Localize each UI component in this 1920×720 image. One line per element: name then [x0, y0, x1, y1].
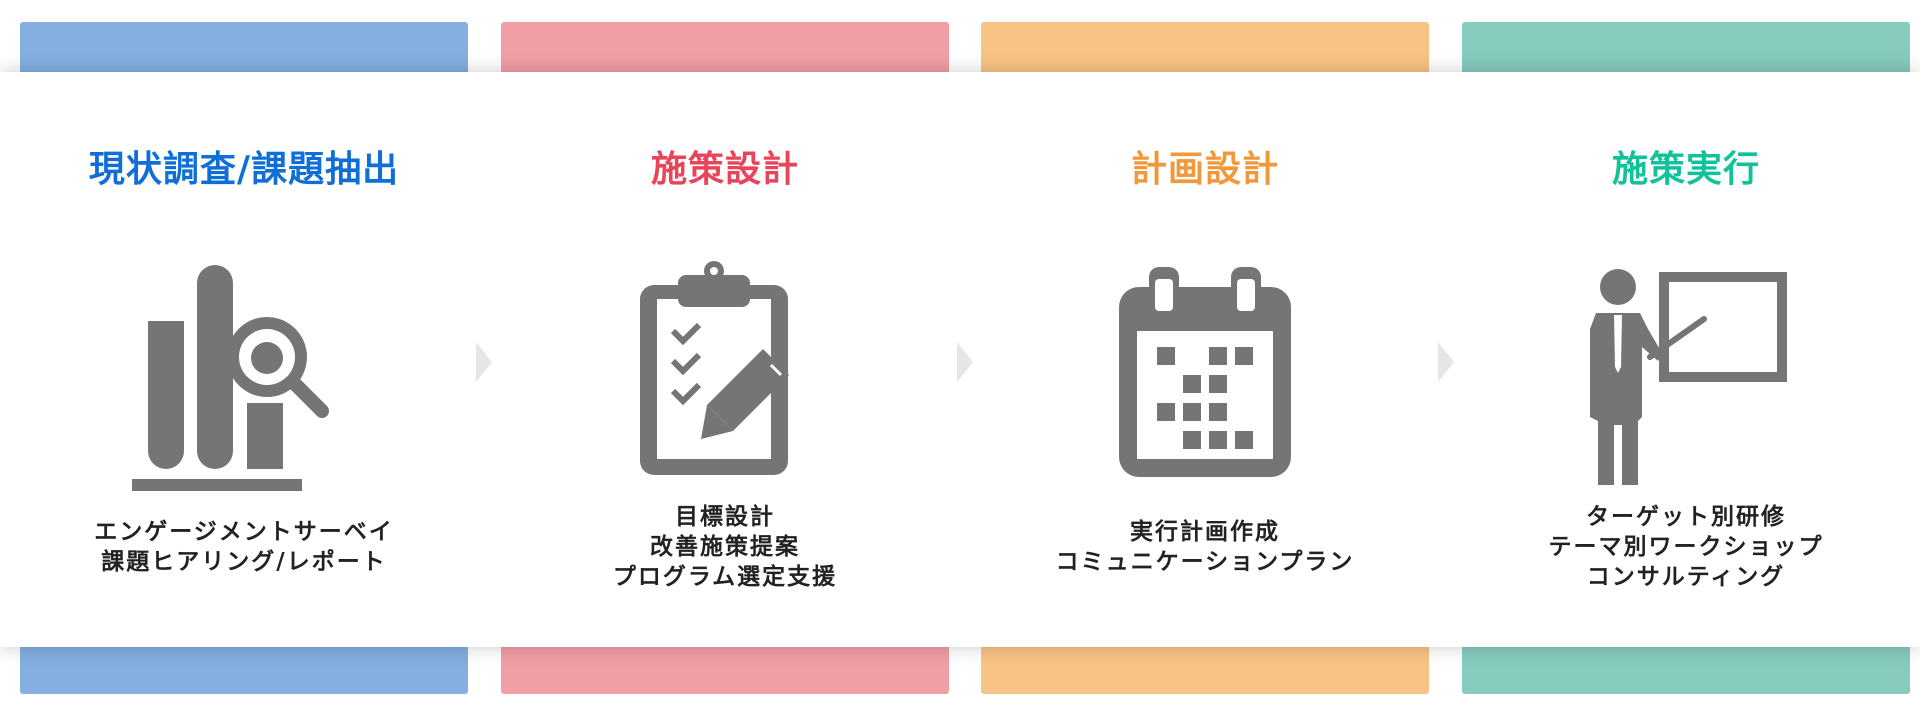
step-4-title: 施策実行: [1611, 149, 1760, 190]
step-1-description-line: エンゲージメントサーベイ: [94, 519, 394, 545]
step-1-description: エンゲージメントサーベイ 課題ヒアリング/レポート: [20, 492, 468, 602]
step-2-title: 施策設計: [650, 149, 799, 190]
calendar-icon: [1085, 257, 1325, 497]
step-4-description-line: コンサルティング: [1586, 564, 1786, 590]
step-2-description-line: プログラム選定支援: [612, 564, 838, 590]
step-2-description-line: 改善施策提案: [650, 534, 800, 560]
step-3-description-line: 実行計画作成: [1130, 519, 1280, 545]
step-3: 計画設計: [981, 72, 1429, 647]
step-4: 施策実行 ターゲット別研修 テーマ別ワークショップ コンサルティング: [1462, 72, 1910, 647]
step-2-description-line: 目標設計: [675, 504, 775, 530]
step-2: 施策設計 目標設計 改善施策提案: [501, 72, 949, 647]
step-4-description-line: テーマ別ワークショップ: [1548, 534, 1824, 560]
step-1: 現状調査/課題抽出 エンゲージメントサーベイ 課題ヒアリング/レポート: [20, 72, 468, 647]
presenter-whiteboard-icon: [1566, 257, 1806, 497]
step-arrow-1: [476, 342, 492, 382]
step-1-title: 現状調査/課題抽出: [88, 149, 400, 190]
step-4-description-line: ターゲット別研修: [1586, 504, 1786, 530]
steps-card: 現状調査/課題抽出 エンゲージメントサーベイ 課題ヒアリング/レポート: [0, 72, 1920, 647]
step-4-description: ターゲット別研修 テーマ別ワークショップ コンサルティング: [1462, 492, 1910, 602]
step-2-description: 目標設計 改善施策提案 プログラム選定支援: [501, 492, 949, 602]
step-arrow-3: [1438, 342, 1454, 382]
step-1-description-line: 課題ヒアリング/レポート: [101, 549, 387, 575]
step-3-description-line: コミュニケーションプラン: [1055, 549, 1355, 575]
step-3-description: 実行計画作成 コミュニケーションプラン: [981, 492, 1429, 602]
step-3-title: 計画設計: [1130, 149, 1279, 190]
step-arrow-2: [957, 342, 973, 382]
clipboard-checklist-pencil-icon: [605, 257, 845, 497]
analytics-chart-magnifier-icon: [124, 257, 364, 497]
